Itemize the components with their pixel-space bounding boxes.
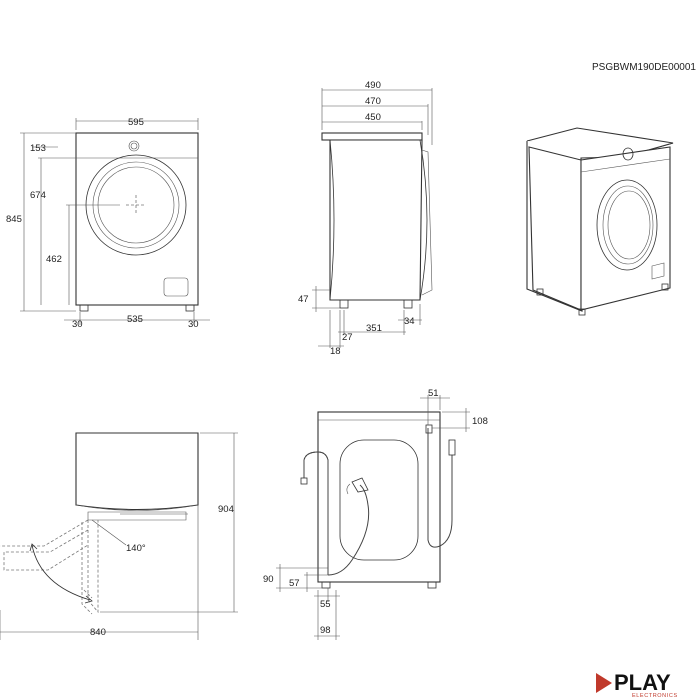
rear-foot-left — [321, 581, 331, 589]
dim-rear-inlet-side: 51 — [428, 388, 439, 399]
perspective-view — [526, 127, 674, 316]
dim-side-foot-rear: 34 — [404, 316, 415, 327]
dim-rear-drain-outlet: 57 — [289, 578, 300, 589]
front-filter-flap — [163, 277, 189, 297]
dim-front-porthole-top: 674 — [30, 190, 46, 201]
front-body-outline — [75, 132, 199, 306]
dim-top-height: 904 — [218, 504, 234, 515]
dim-side-foot-span: 351 — [366, 323, 382, 334]
side-body-outline — [329, 139, 423, 301]
dim-top-door-angle: 140° — [126, 543, 146, 554]
rear-inlet-connector — [448, 439, 456, 456]
dim-side-depth-total: 490 — [365, 80, 381, 91]
logo-text: PLAY — [614, 670, 671, 695]
top-angle-arc — [31, 544, 91, 601]
side-view: 490 470 450 47 27 351 34 18 — [298, 80, 433, 357]
front-program-knob-inner-icon — [130, 142, 138, 150]
persp-side-face — [528, 146, 582, 311]
rear-foot-right — [427, 581, 437, 589]
rear-view: 51 108 90 57 55 98 — [263, 388, 488, 640]
persp-filter-flap — [651, 262, 665, 280]
persp-front-face — [580, 146, 671, 311]
persp-porthole-inner — [607, 190, 651, 260]
rear-drain-end — [300, 477, 308, 485]
side-front-curve — [329, 139, 335, 301]
persp-porthole-glass — [602, 185, 654, 265]
side-door-outline — [421, 149, 433, 296]
dim-side-depth-body: 450 — [365, 112, 381, 123]
document-code: PSGBWM190DE00001 — [592, 62, 696, 73]
side-foot-rear — [403, 299, 413, 309]
dim-front-top-to-porthole: 153 — [30, 143, 46, 154]
logo-subtitle: ELECTRONICS — [632, 693, 678, 699]
side-door-profile — [419, 139, 428, 301]
persp-panel-line — [580, 158, 671, 173]
rear-panel-cover — [339, 439, 419, 561]
front-foot-right — [185, 304, 195, 312]
rear-hose-clip-icon — [351, 477, 369, 493]
rear-internal-hose — [327, 484, 370, 576]
rear-body-outline — [317, 411, 441, 583]
top-body-outline — [75, 432, 199, 511]
front-program-knob-icon — [128, 140, 140, 152]
dim-front-height: 845 — [6, 214, 22, 225]
dim-side-depth-door: 470 — [365, 96, 381, 107]
dim-front-foot-span: 535 — [127, 314, 143, 325]
dim-top-door-width: 840 — [90, 627, 106, 638]
dim-side-foot-front: 27 — [342, 332, 353, 343]
dim-side-front-offset: 18 — [330, 346, 341, 357]
dim-rear-drain-side: 55 — [320, 599, 331, 610]
dim-rear-inlet-top: 108 — [472, 416, 488, 427]
front-foot-left — [79, 304, 89, 312]
dim-front-width: 595 — [128, 117, 144, 128]
dim-rear-drain-total: 98 — [320, 625, 331, 636]
top-door-swing-side — [87, 520, 99, 614]
persp-foot-1 — [536, 288, 544, 296]
dim-rear-drain-height: 90 — [263, 574, 274, 585]
persp-foot-3 — [661, 283, 669, 291]
brand-logo: PLAY ELECTRONICS — [596, 670, 678, 699]
top-door-closed — [87, 511, 187, 521]
side-top-plate — [321, 132, 423, 141]
top-view: 140° 904 840 — [0, 432, 238, 640]
persp-knob-icon — [622, 147, 634, 161]
dim-side-foot-height: 47 — [298, 294, 309, 305]
dim-front-foot-left: 30 — [72, 319, 83, 330]
side-foot-front — [339, 299, 349, 309]
front-view: 595 845 674 153 462 30 535 30 — [6, 117, 210, 330]
top-door-open-outline — [0, 519, 89, 547]
dim-front-porthole-center: 462 — [46, 254, 62, 265]
rear-inlet-hose — [427, 428, 441, 548]
persp-foot-2 — [578, 308, 586, 316]
persp-porthole-outer — [596, 179, 658, 271]
logo-play-icon — [596, 673, 612, 693]
dim-front-foot-right: 30 — [188, 319, 199, 330]
